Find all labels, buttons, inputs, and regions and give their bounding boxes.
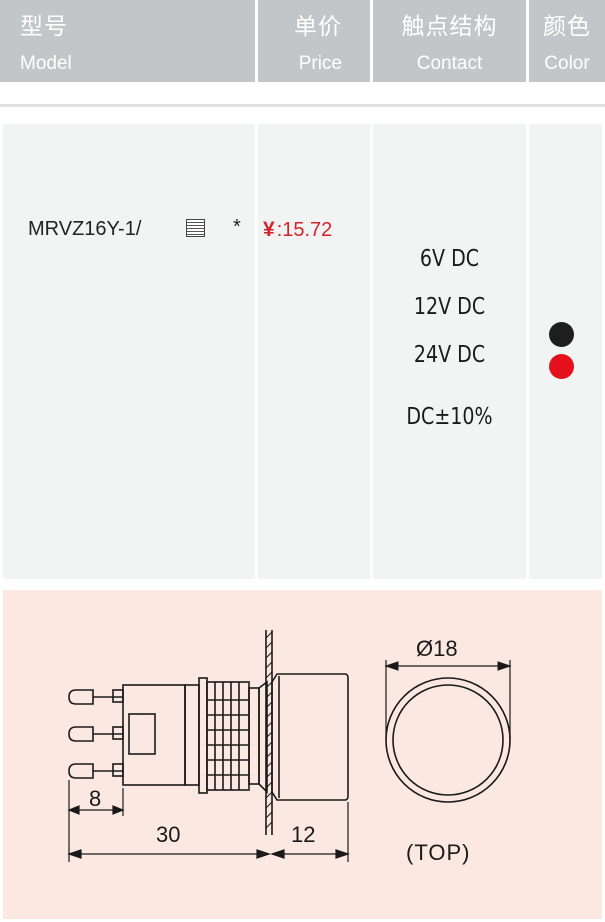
header-model-zh: 型号: [20, 14, 68, 40]
header-contact: 触点结构 Contact: [373, 0, 526, 82]
header-price: 单价 Price: [258, 0, 370, 82]
header-model: 型号 Model: [0, 0, 255, 82]
terminal-pins: [68, 689, 124, 779]
button-head: [271, 673, 349, 801]
model-suffix: *: [233, 216, 241, 238]
dimension-lines: [67, 780, 350, 862]
contact-voltage-1: 6V DC: [419, 246, 480, 272]
top-view-label: (TOP): [406, 840, 471, 865]
color-swatch-red[interactable]: [549, 354, 574, 379]
dim-body-label: 30: [156, 822, 181, 847]
color-swatch-black[interactable]: [549, 322, 574, 347]
dim-diameter-label: Ø18: [416, 636, 458, 661]
dimension-drawing-panel: Ø18 8 30 12 (TOP): [3, 590, 602, 919]
dim-head-label: 12: [291, 822, 316, 847]
contact-voltage-3: 24V DC: [413, 342, 486, 368]
top-view: [384, 660, 512, 803]
header-color: 颜色 Color: [529, 0, 605, 82]
header-divider: [0, 104, 605, 107]
cell-price: [258, 124, 370, 579]
cell-contact: [373, 124, 526, 579]
table-header: 型号 Model 单价 Price 触点结构 Contact 颜色 Color: [0, 0, 605, 82]
header-price-en: Price: [298, 53, 342, 74]
cell-color: [529, 124, 602, 579]
price: ¥:15.72: [263, 218, 332, 242]
contact-voltage-2: 12V DC: [413, 294, 486, 320]
contact-tolerance: DC±10%: [406, 404, 493, 430]
cell-model: [3, 124, 255, 579]
price-value: :15.72: [276, 219, 333, 241]
model-number: MRVZ16Y-1/: [28, 218, 142, 240]
placeholder-grid-icon: [186, 219, 205, 237]
switch-body: [122, 677, 268, 794]
header-contact-zh: 触点结构: [401, 14, 498, 40]
currency-symbol: ¥: [263, 218, 275, 241]
header-color-en: Color: [544, 53, 590, 74]
header-color-zh: 颜色: [543, 14, 591, 40]
dimension-drawing: [67, 630, 512, 862]
header-price-zh: 单价: [294, 14, 342, 40]
header-model-en: Model: [20, 53, 72, 74]
header-contact-en: Contact: [416, 53, 483, 74]
dim-pin-label: 8: [89, 786, 102, 811]
